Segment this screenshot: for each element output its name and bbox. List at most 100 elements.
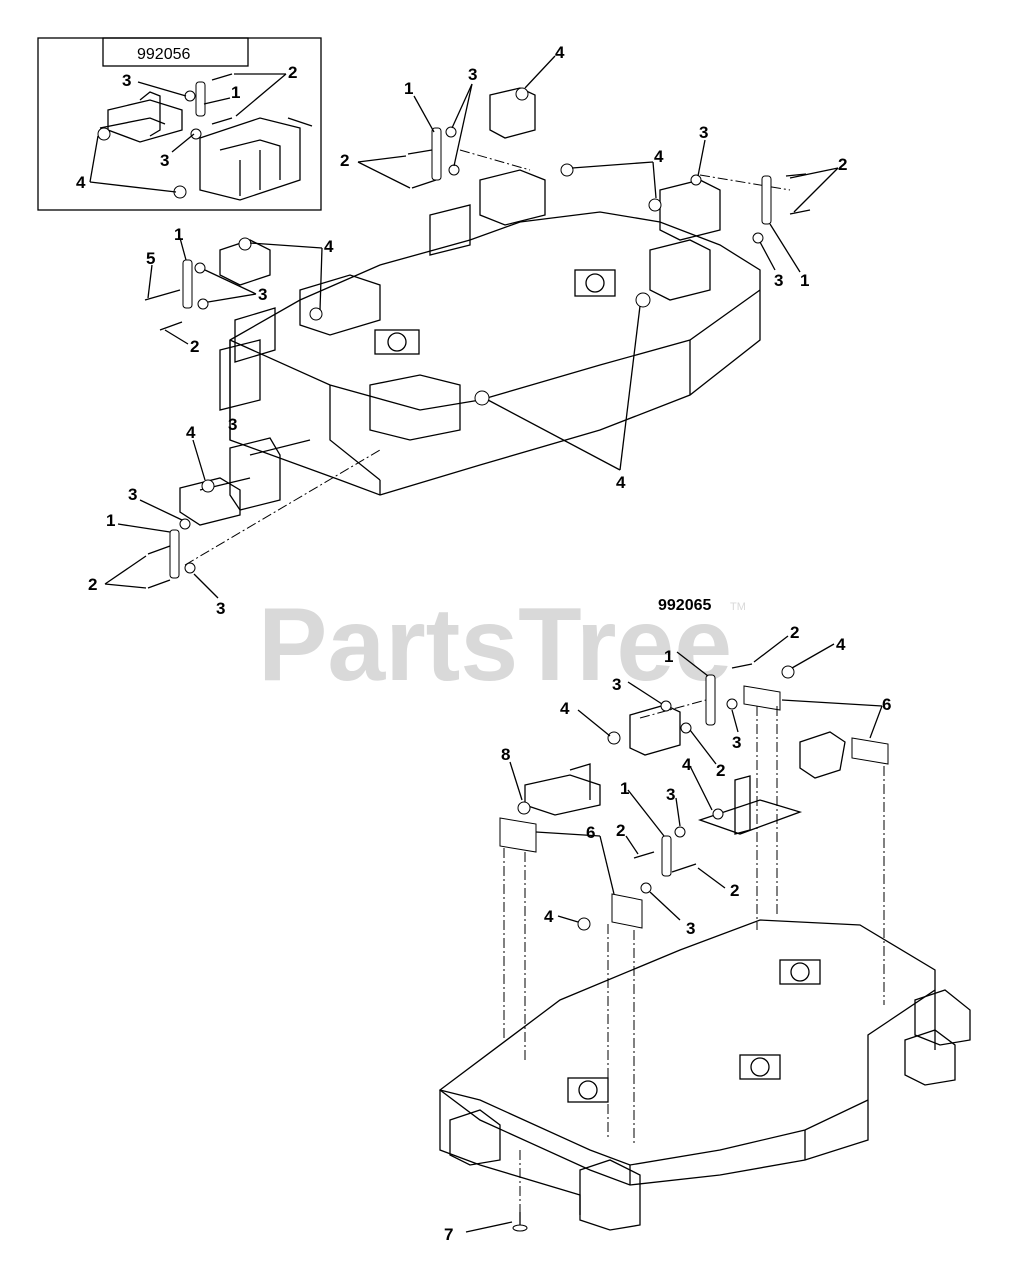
callout-number: 3 (699, 123, 708, 142)
nut (648, 198, 662, 212)
chain-link (182, 259, 193, 309)
nut (577, 917, 591, 931)
inset-code-box (102, 37, 249, 67)
nut (726, 698, 738, 710)
nut (560, 163, 574, 177)
callout-number: 4 (682, 755, 692, 774)
nut (179, 518, 191, 530)
nut (752, 232, 764, 244)
nut (607, 731, 621, 745)
callout-number: 3 (612, 675, 621, 694)
callout-number: 3 (160, 151, 169, 170)
callout-number: 3 (228, 415, 237, 434)
callout-number: 2 (340, 151, 349, 170)
bracket (743, 685, 781, 711)
nut (781, 665, 795, 679)
callout-number: 4 (654, 147, 664, 166)
chain-link (761, 175, 772, 225)
bolt-head (512, 1224, 528, 1232)
callout-number: 3 (774, 271, 783, 290)
nut (515, 87, 529, 101)
spindle-plate (739, 1054, 781, 1080)
nut (712, 808, 724, 820)
callout-number: 5 (146, 249, 155, 268)
nut (660, 700, 672, 712)
callout-number: 2 (790, 623, 799, 642)
callout-number: 6 (882, 695, 891, 714)
nut (448, 164, 460, 176)
nut (640, 882, 652, 894)
callout-number: 6 (586, 823, 595, 842)
inset-code: 992056 (137, 46, 190, 63)
callout-number: 1 (620, 779, 629, 798)
watermark-mark: TM (730, 601, 746, 613)
callout-number: 3 (128, 485, 137, 504)
lower-code: 992065 (658, 597, 711, 614)
inset-callouts: 3 2 1 3 4 (76, 63, 297, 192)
callout-number: 4 (560, 699, 570, 718)
nut (445, 126, 457, 138)
callout-number: 4 (544, 907, 554, 926)
nut (197, 298, 209, 310)
callout-number: 2 (190, 337, 199, 356)
lower-deck-body (438, 919, 936, 1186)
callout-number: 3 (666, 785, 675, 804)
callout-number: 1 (174, 225, 183, 244)
upper-mower-deck: 4 1 3 2 4 3 2 1 3 1 4 5 3 2 3 4 4 3 1 2 … (88, 43, 847, 618)
callout-number: 2 (616, 821, 625, 840)
nut (680, 722, 692, 734)
nut (184, 562, 196, 574)
nut (194, 262, 206, 274)
callout-number: 2 (88, 575, 97, 594)
nut (635, 292, 651, 308)
callout-number: 1 (106, 511, 115, 530)
callout-number: 3 (258, 285, 267, 304)
callout-number: 3 (468, 65, 477, 84)
nut (674, 826, 686, 838)
inset-hitch-parts (97, 73, 313, 201)
nut (238, 237, 252, 251)
nut (690, 174, 702, 186)
bracket (851, 737, 889, 765)
callout-number: 2 (730, 881, 739, 900)
watermark: PartsTree TM (258, 587, 746, 703)
callout-number: 4 (555, 43, 565, 62)
callout-number: 2 (838, 155, 847, 174)
callout-number: 3 (122, 71, 131, 90)
callout-number: 7 (444, 1225, 453, 1244)
bracket (499, 817, 537, 853)
callout-number: 1 (231, 83, 240, 102)
nut (309, 307, 323, 321)
callout-number: 3 (732, 733, 741, 752)
spindle-plate (374, 329, 420, 355)
chain-link (705, 674, 716, 726)
nut (517, 801, 531, 815)
bracket (611, 893, 643, 929)
callout-number: 3 (216, 599, 225, 618)
upper-deck-body (229, 211, 761, 496)
callout-number: 4 (616, 473, 626, 492)
callout-number: 2 (288, 63, 297, 82)
callout-number: 1 (664, 647, 673, 666)
callout-number: 4 (186, 423, 196, 442)
inset-diagram: 992056 (37, 37, 322, 211)
watermark-text: PartsTree (258, 587, 732, 703)
callout-number: 4 (324, 237, 334, 256)
callout-number: 4 (836, 635, 846, 654)
callout-number: 4 (76, 173, 86, 192)
callout-number: 2 (716, 761, 725, 780)
chain-link (169, 529, 180, 579)
inset-leaders (89, 73, 287, 193)
callout-number: 3 (686, 919, 695, 938)
callout-number: 1 (800, 271, 809, 290)
chain-link (661, 835, 672, 877)
lower-mower-deck: 992065 (438, 597, 971, 1244)
spindle-plate (574, 269, 616, 297)
nut (201, 479, 215, 493)
chain-link (431, 127, 442, 181)
spindle-plate (779, 959, 821, 985)
nut (474, 390, 490, 406)
callout-number: 8 (501, 745, 510, 764)
callout-number: 1 (404, 79, 413, 98)
